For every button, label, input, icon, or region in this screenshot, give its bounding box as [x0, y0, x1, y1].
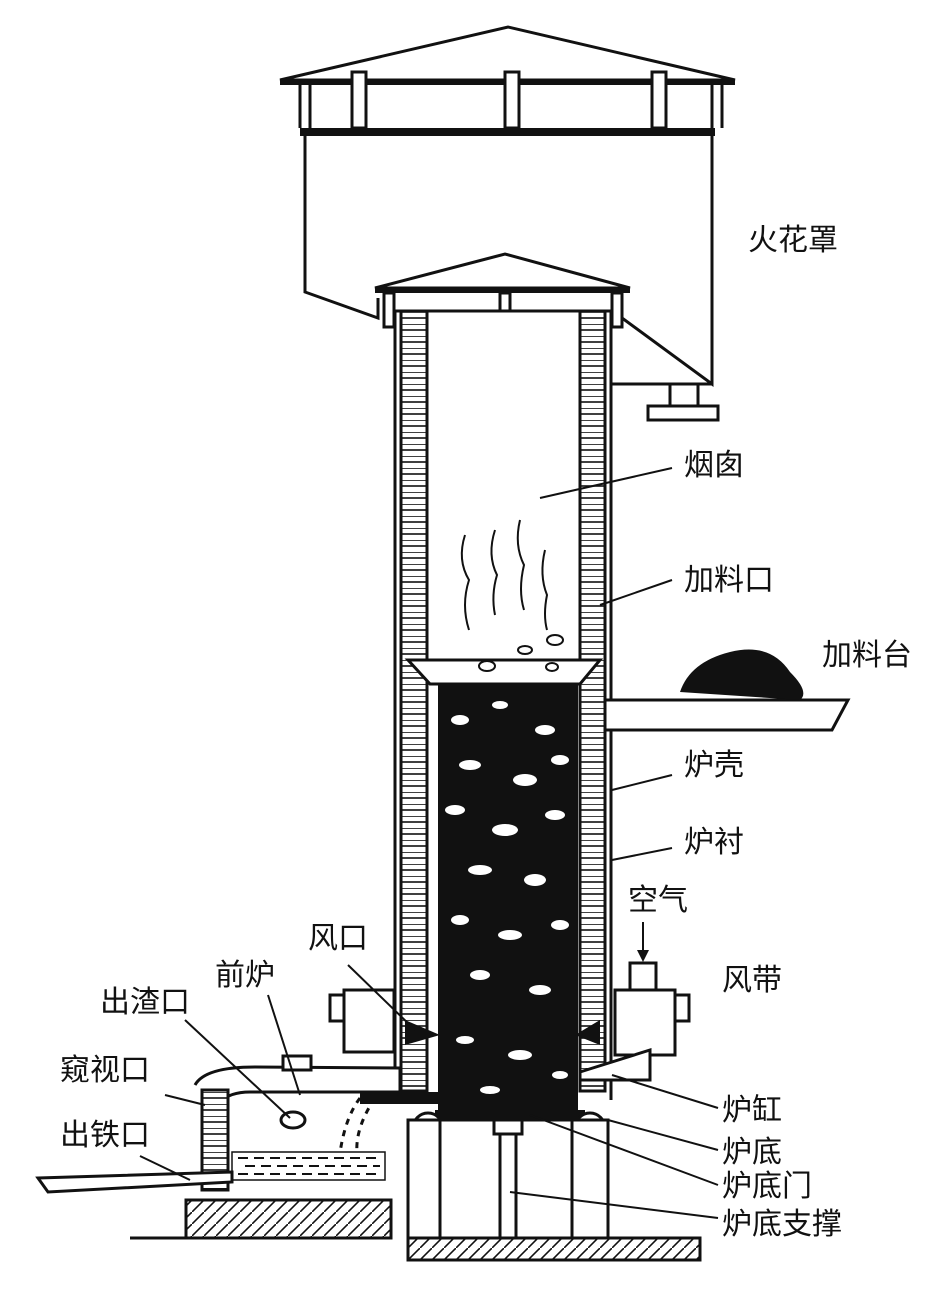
chimney-cap	[374, 252, 631, 329]
leader-lines	[139, 467, 719, 1219]
label-charging-platform: 加料台	[822, 638, 912, 673]
label-tap-hole: 出铁口	[60, 1118, 150, 1153]
label-chimney: 烟囱	[684, 448, 744, 483]
label-furnace-lining: 炉衬	[684, 825, 744, 860]
air-arrow	[637, 922, 649, 962]
tuyere	[405, 1020, 600, 1045]
label-bottom-support: 炉底支撑	[722, 1207, 842, 1242]
label-spark-hood: 火花罩	[748, 223, 838, 258]
label-charging-door: 加料口	[684, 563, 774, 598]
label-wind-box: 风带	[722, 963, 782, 998]
label-furnace-bottom: 炉底	[722, 1135, 782, 1170]
label-tuyere: 风口	[308, 921, 368, 956]
charging-platform	[603, 649, 851, 732]
base	[130, 1118, 702, 1262]
spark-hood	[279, 25, 736, 422]
label-air: 空气	[628, 883, 688, 918]
label-furnace-shell: 炉壳	[684, 748, 744, 783]
label-forehearth: 前炉	[215, 958, 275, 993]
furnace-shell	[393, 309, 613, 1100]
label-peep-hole: 窥视口	[60, 1053, 150, 1088]
wind-box	[328, 961, 691, 1082]
charge-column	[404, 519, 604, 1114]
label-bottom-door: 炉底门	[722, 1169, 812, 1204]
label-crucible: 炉缸	[722, 1093, 782, 1128]
label-slag-hole: 出渣口	[100, 985, 190, 1020]
